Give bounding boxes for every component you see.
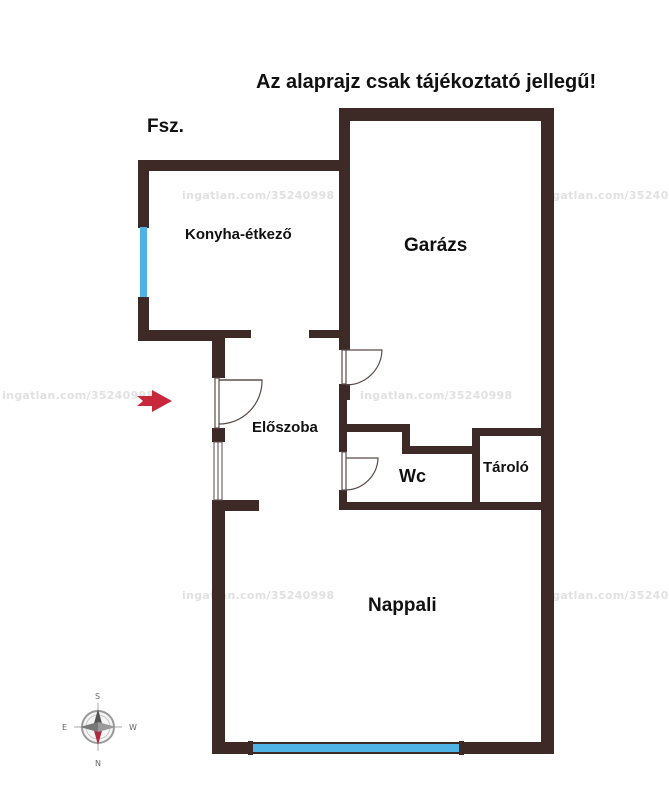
room-label-storage: Tároló: [483, 459, 529, 476]
wall-storage-top: [472, 428, 554, 436]
room-label-garage: Garázs: [404, 235, 467, 256]
door-entrance: [214, 377, 263, 429]
watermark-6: ingatlan.com/35240998: [540, 589, 669, 602]
compass-needle-down-icon: [93, 727, 103, 745]
entrance-arrow-icon: [137, 390, 172, 412]
wall-hall-left-stub: [212, 428, 225, 442]
compass-left: E: [62, 723, 67, 732]
watermark-2: ingatlan.com/35240998: [540, 189, 669, 202]
door-garage: [341, 349, 383, 386]
wall-garage-top: [339, 108, 554, 121]
window-living-cap-right: [459, 741, 464, 755]
wall-kitchen-left-bottom: [138, 297, 149, 341]
wall-garage-left-mid: [339, 384, 350, 400]
window-living-cap-left: [248, 741, 253, 755]
walls: [138, 108, 554, 754]
wall-wc-bottom: [339, 502, 554, 510]
wall-wc-step: [402, 424, 410, 454]
compass-needle-up-icon: [93, 709, 103, 727]
wall-kitchen-bottom: [138, 330, 225, 341]
door-wc: [341, 451, 379, 491]
wall-storage-left: [472, 428, 480, 510]
wall-garage-left-upper: [339, 108, 350, 170]
watermark-1: ingatlan.com/35240998: [182, 189, 334, 202]
compass: S N E W: [62, 692, 137, 768]
room-label-wc: Wc: [399, 466, 426, 486]
wall-wc-top: [339, 424, 409, 432]
watermarks: ingatlan.com/35240998 ingatlan.com/35240…: [2, 189, 669, 602]
wall-living-left-stub: [212, 500, 259, 511]
compass-top: S: [95, 692, 100, 701]
wall-garage-left: [339, 170, 350, 350]
wall-kitchen-right-stub: [309, 330, 350, 338]
room-label-kitchen: Konyha-étkező: [185, 226, 292, 243]
room-label-hall: Előszoba: [252, 419, 319, 436]
watermark-4: ingatlan.com/35240998: [360, 389, 512, 402]
notice-text: Az alaprajz csak tájékoztató jellegű!: [256, 71, 596, 93]
compass-bottom: N: [95, 759, 101, 768]
watermark-3: ingatlan.com/35240998: [2, 389, 154, 402]
doors: [214, 349, 383, 491]
wall-wc-top-2: [402, 446, 480, 454]
wall-hall-left-top: [212, 330, 225, 378]
window-kitchen: [140, 227, 147, 297]
room-label-living: Nappali: [368, 595, 437, 616]
window-living: [252, 744, 460, 752]
wall-living-left: [212, 500, 225, 754]
floor-label: Fsz.: [147, 116, 184, 137]
compass-right: W: [129, 723, 137, 732]
wall-wc-left-bottom: [339, 490, 347, 510]
watermark-5: ingatlan.com/35240998: [182, 589, 334, 602]
windows: [140, 227, 464, 755]
wall-kitchen-top: [138, 160, 350, 171]
wall-kitchen-bottom-stub: [225, 330, 251, 338]
wall-kitchen-left-top: [138, 160, 149, 228]
